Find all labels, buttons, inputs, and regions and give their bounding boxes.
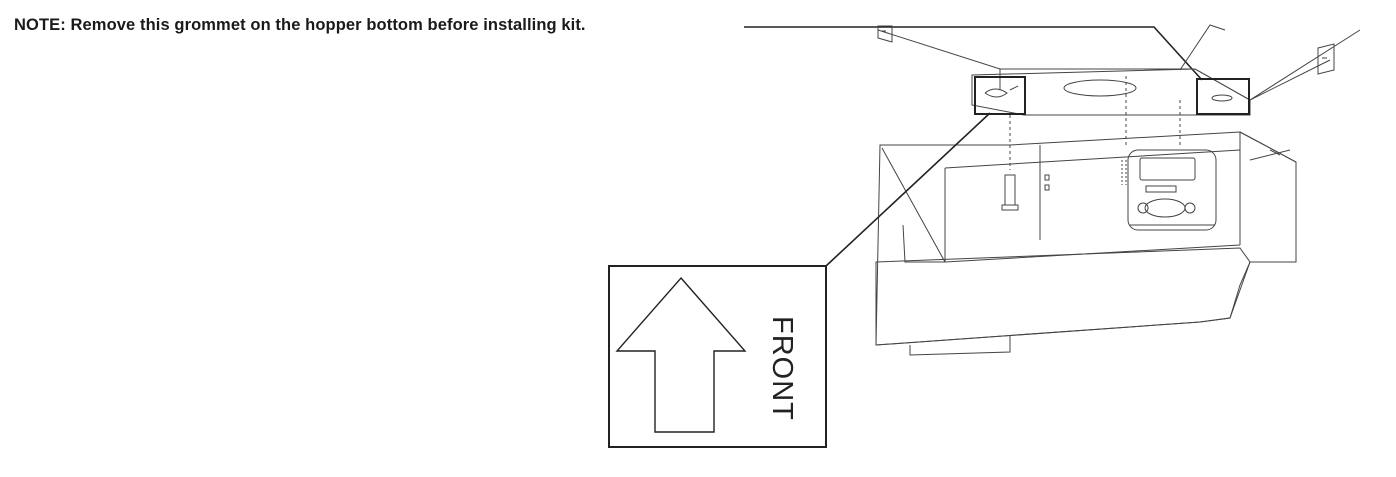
grommet-box-left: [974, 76, 1026, 115]
bolt: [1001, 174, 1019, 211]
front-label: FRONT: [766, 316, 798, 421]
small-slot-1: [1044, 174, 1050, 181]
controller-lower-lid: [875, 247, 1251, 346]
control-panel: [1121, 149, 1217, 231]
hopper-opening: [1063, 79, 1137, 97]
hopper-edge-right: [1249, 29, 1361, 101]
controller-inner-panel: [944, 145, 1241, 262]
hopper-flange-left: [877, 25, 893, 43]
note-text: NOTE: Remove this grommet on the hopper …: [14, 16, 586, 34]
grommet-box-right: [1196, 78, 1250, 115]
screw-lines: [1009, 76, 1181, 170]
hopper-wire: [1179, 24, 1226, 71]
front-inset-box: [608, 265, 827, 448]
grommet-left-icon: [984, 85, 1019, 98]
controller-side: [1239, 131, 1297, 262]
small-slot-2: [1044, 184, 1050, 191]
hopper-plate-body: [971, 68, 1251, 116]
leader-line-inset: [825, 112, 991, 267]
leader-line-note: [744, 26, 1203, 81]
grommet-right-icon: [1211, 94, 1233, 102]
controller-housing: [875, 131, 1297, 346]
hopper-flange-right: [1317, 43, 1335, 75]
controller-base: [909, 335, 1011, 356]
hopper-top-plate: [877, 29, 1331, 101]
controller-front-face: [881, 132, 1241, 263]
up-arrow-icon: [615, 276, 747, 433]
